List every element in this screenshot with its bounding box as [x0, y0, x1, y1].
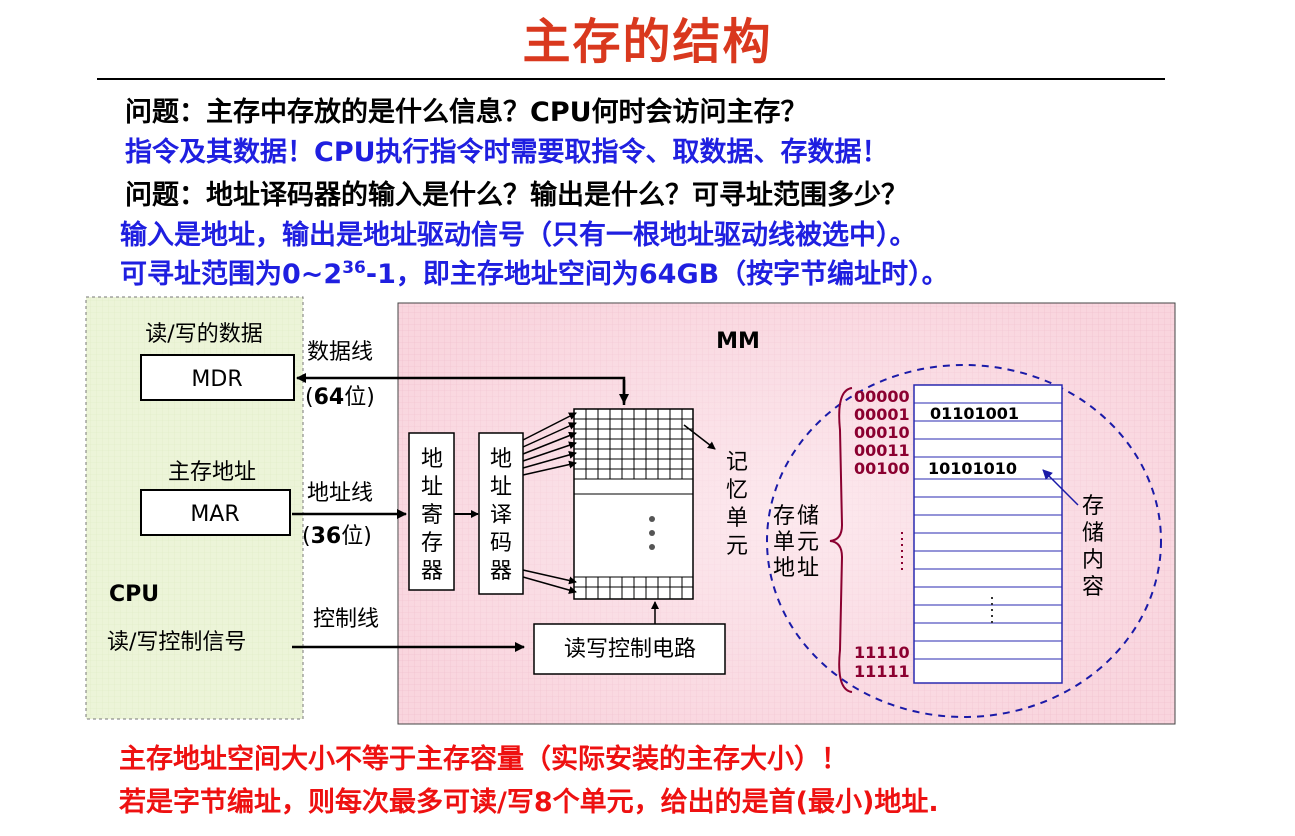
ellipsis-dot: [649, 530, 655, 536]
address-register-box: [408, 432, 455, 591]
mar-label: MAR: [190, 502, 239, 527]
zoom-dashed-circle: [766, 364, 1162, 718]
question-1: 问题：主存中存放的是什么信息？CPU何时会访问主存？: [125, 97, 808, 128]
ellipsis-dot: [649, 516, 655, 522]
svg-text:址: 址: [421, 475, 443, 500]
address-register: 地 址 寄 存 器: [408, 432, 455, 591]
answer-3-suffix: -1，即主存地址空间为64GB（按字节编址时）。: [365, 259, 949, 290]
memory-array: [573, 408, 694, 600]
svg-text:器: 器: [421, 559, 443, 584]
address-item: 11111: [854, 662, 910, 681]
address-list: 00000 00001 00010 00011 00100 11110 1111…: [854, 387, 910, 681]
data-width-label: (64位): [305, 385, 375, 410]
content-label: 存 储 内 容: [1082, 494, 1104, 600]
address-ellipsis: [901, 532, 903, 570]
cpu-label: CPU: [109, 582, 159, 607]
control-line-label: 控制线: [313, 607, 379, 632]
address-item: 00000: [854, 387, 910, 406]
table-ellipsis: [991, 597, 993, 623]
svg-text:址: 址: [797, 556, 819, 581]
svg-text:译: 译: [490, 503, 512, 528]
cell-address-label: 存 储 单 元 地 址: [773, 504, 819, 581]
svg-text:记: 记: [726, 450, 748, 475]
svg-text:地: 地: [773, 556, 795, 581]
memory-unit-pointer: [683, 424, 716, 450]
svg-text:内: 内: [1082, 548, 1104, 573]
svg-text:单: 单: [726, 506, 748, 531]
svg-text:寄: 寄: [421, 503, 443, 528]
svg-text:储: 储: [1082, 521, 1104, 546]
ellipsis-dot: [649, 544, 655, 550]
mdr-register: [140, 354, 295, 401]
mar-register: [140, 489, 291, 536]
question-2: 问题：地址译码器的输入是什么？输出是什么？可寻址范围多少？: [125, 180, 908, 211]
address-line-label: 地址线: [307, 481, 373, 506]
address-item: 00001: [854, 405, 910, 424]
svg-text:元: 元: [797, 530, 819, 555]
rw-control-signal-label: 读/写控制信号: [107, 630, 246, 655]
data-rw-label: 读/写的数据: [145, 322, 262, 347]
svg-text:单: 单: [773, 530, 795, 555]
svg-text:忆: 忆: [726, 478, 748, 503]
content-pointer: [1042, 469, 1079, 506]
storage-table-box: [913, 384, 1063, 684]
svg-text:码: 码: [490, 531, 512, 556]
address-brace: [829, 387, 853, 693]
svg-text:地: 地: [490, 447, 512, 472]
answer-1: 指令及其数据！CPU执行指令时需要取指令、取数据、存数据！: [125, 137, 889, 168]
svg-text:地: 地: [421, 447, 443, 472]
svg-text:存: 存: [421, 531, 443, 556]
svg-text:存: 存: [773, 504, 795, 529]
answer-3: 可寻址范围为0~236-1，即主存地址空间为64GB（按字节编址时）。: [120, 252, 949, 291]
memory-unit-label: 记 忆 单 元: [726, 450, 748, 559]
cpu-block: 读/写的数据 MDR 主存地址 MAR CPU 读/写控制信号: [85, 296, 304, 720]
bus-lines: 数据线 (64位) 地址线 (36位) 控制线: [292, 340, 629, 652]
svg-text:元: 元: [726, 534, 748, 559]
storage-table: 01101001 10101010: [913, 384, 1063, 684]
address-item: 00100: [854, 459, 910, 478]
rw-control-circuit-box: [533, 623, 726, 675]
address-width-label: (36位): [302, 524, 372, 549]
svg-text:址: 址: [490, 475, 512, 500]
decoder-drive-lines: [522, 412, 577, 594]
note-2: 若是字节编址，则每次最多可读/写8个单元，给出的是首(最小)地址.: [119, 787, 939, 818]
title-divider: [97, 78, 1165, 80]
data-line-label: 数据线: [307, 340, 373, 365]
answer-3-exponent: 36: [342, 258, 366, 278]
rw-control-circuit-label: 读写控制电路: [564, 637, 696, 662]
address-item: 00010: [854, 423, 910, 442]
svg-text:储: 储: [797, 504, 819, 529]
address-label: 主存地址: [168, 460, 256, 485]
content-item: 10101010: [928, 459, 1017, 478]
note-1: 主存地址空间大小不等于主存容量（实际安装的主存大小）！: [119, 744, 848, 775]
svg-text:存: 存: [1082, 494, 1104, 519]
answer-3-prefix: 可寻址范围为0~2: [120, 259, 343, 290]
svg-text:器: 器: [490, 559, 512, 584]
address-decoder-box: [478, 432, 524, 595]
rw-control-circuit: 读写控制电路: [533, 601, 726, 675]
slide-title: 主存的结构: [522, 14, 773, 70]
address-item: 11110: [854, 643, 910, 662]
address-item: 00011: [854, 441, 910, 460]
content-item: 01101001: [930, 404, 1019, 423]
answer-2: 输入是地址，输出是地址驱动信号（只有一根地址驱动线被选中）。: [120, 220, 917, 251]
mm-label: MM: [716, 329, 760, 354]
svg-text:容: 容: [1082, 575, 1104, 600]
mdr-label: MDR: [191, 367, 242, 392]
address-decoder: 地 址 译 码 器: [478, 432, 524, 595]
